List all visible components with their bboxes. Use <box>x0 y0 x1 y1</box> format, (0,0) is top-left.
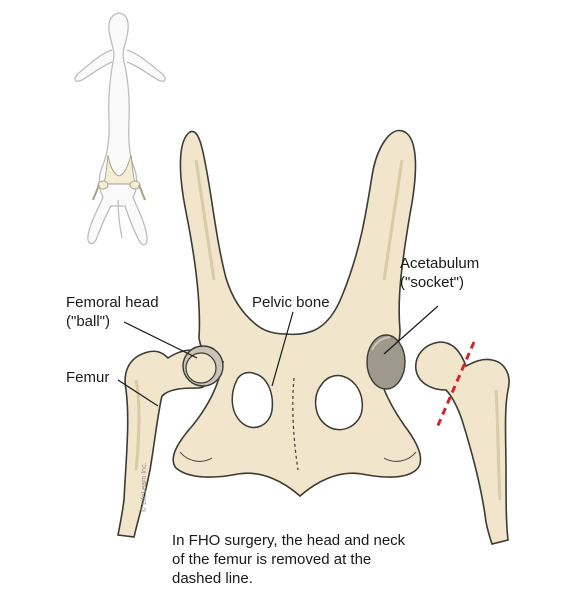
osteotomy-cut-line <box>434 341 476 431</box>
leader-femur <box>117 379 159 407</box>
leader-lines <box>117 305 439 407</box>
caption-line1: In FHO surgery, the head and neck <box>172 532 406 549</box>
acetabulum-line2: ("socket") <box>400 274 464 291</box>
caption-line3: dashed line. <box>172 570 253 587</box>
dog-pelvis-highlight <box>92 154 146 201</box>
dog-silhouette <box>74 12 166 246</box>
right-femur <box>415 341 510 545</box>
acetabulum-socket <box>366 334 406 390</box>
femoral-head-line1: Femoral head <box>66 294 159 311</box>
leader-acetabulum <box>383 305 439 355</box>
label-acetabulum: Acetabulum ("socket") <box>400 254 479 292</box>
acetabulum-line1: Acetabulum <box>400 255 480 272</box>
label-femur: Femur <box>66 369 110 386</box>
copyright-credit: © LifeLearn Inc. <box>141 462 148 512</box>
pelvic-bone <box>172 129 422 498</box>
leader-pelvic-bone <box>271 311 294 387</box>
femoral-head <box>182 345 224 387</box>
leader-femoral-head <box>123 321 198 359</box>
label-pelvic-bone: Pelvic bone <box>252 294 330 311</box>
caption-line2: of the femur is removed at the <box>172 551 372 568</box>
femoral-head-line2: ("ball") <box>66 313 110 330</box>
caption: In FHO surgery, the head and neck of the… <box>172 531 405 588</box>
label-femoral-head: Femoral head ("ball") <box>66 293 159 331</box>
left-femur <box>117 349 213 538</box>
